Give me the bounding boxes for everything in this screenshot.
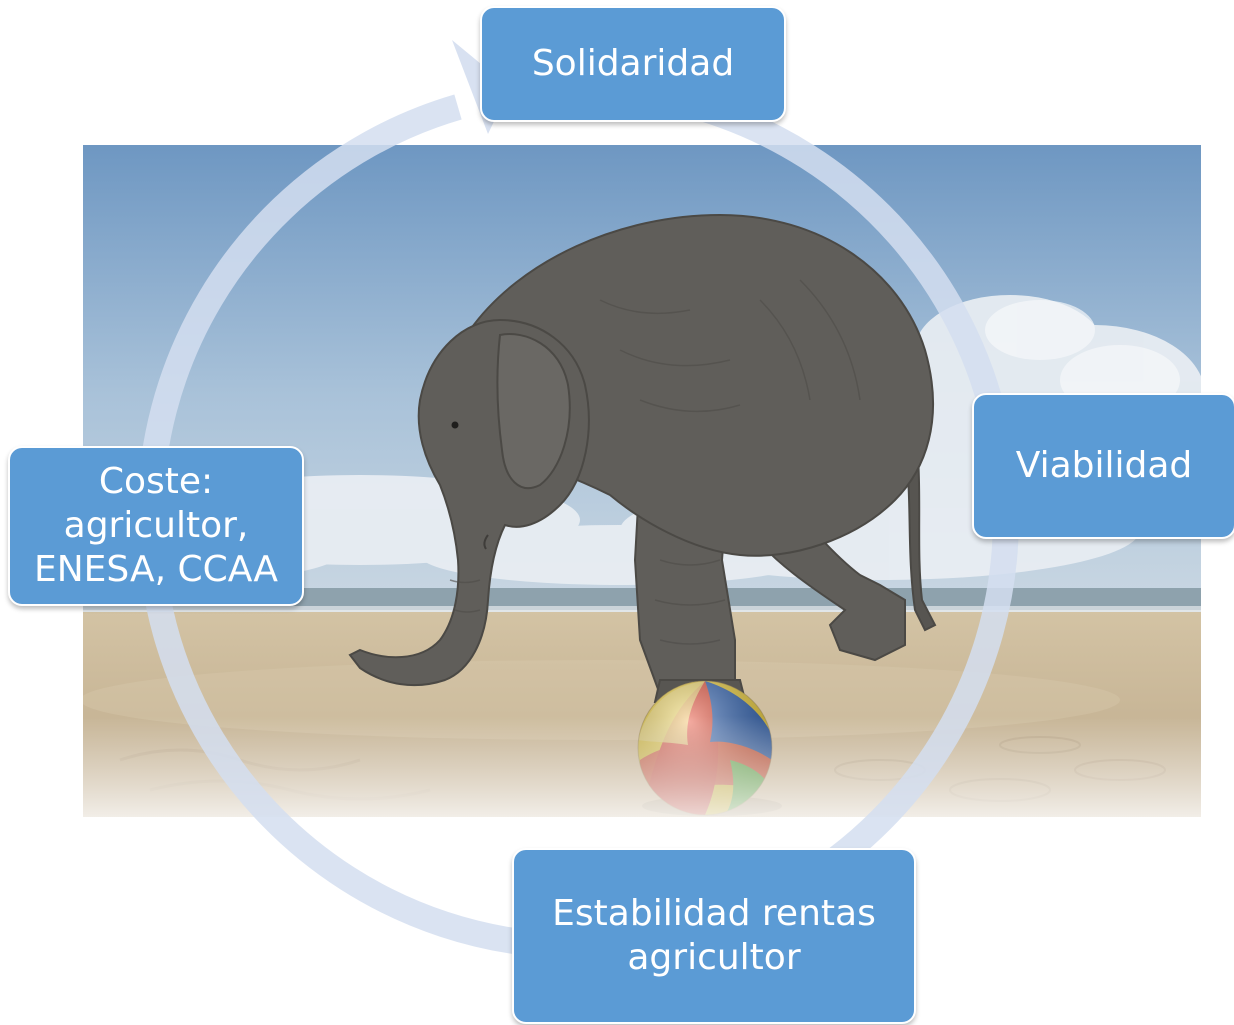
node-coste-line-1: Coste: — [98, 461, 214, 503]
node-coste: Coste: agricultor, ENESA, CCAA — [8, 446, 304, 606]
node-solidaridad: Solidaridad — [480, 6, 786, 122]
node-coste-line-3: ENESA, CCAA — [34, 548, 278, 590]
node-solidaridad-label: Solidaridad — [531, 43, 735, 85]
node-estabilidad-line-1: Estabilidad rentas — [552, 893, 876, 935]
node-viabilidad: Viabilidad — [972, 393, 1234, 539]
node-coste-line-2: agricultor, — [63, 505, 249, 547]
node-estabilidad-line-2: agricultor — [627, 937, 801, 978]
node-viabilidad-label: Viabilidad — [1015, 445, 1193, 487]
node-estabilidad-rentas: Estabilidad rentas agricultor — [512, 848, 916, 1024]
